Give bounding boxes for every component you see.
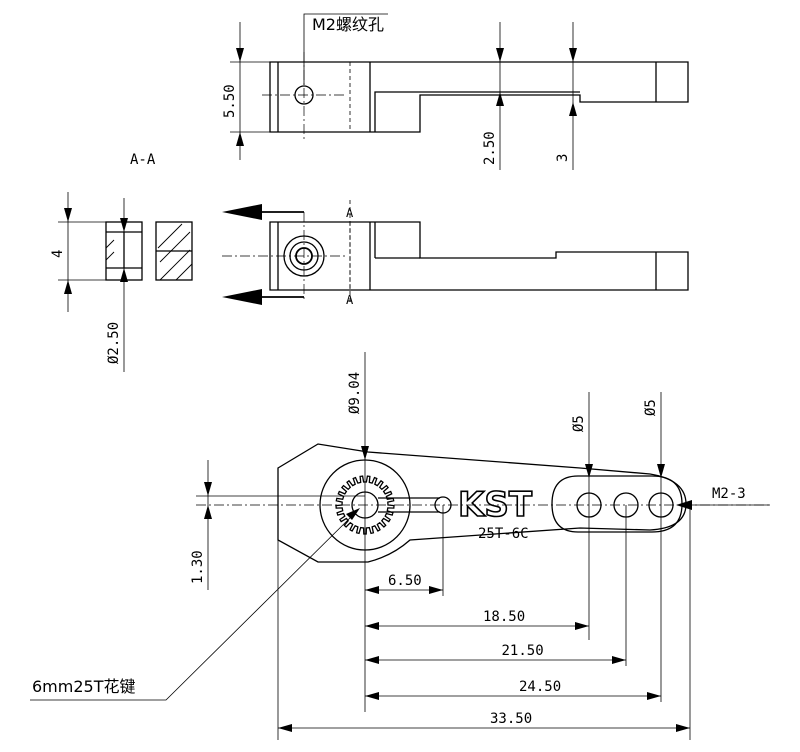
dim-end-arrow-top: [569, 48, 577, 62]
top-view-outline: [269, 61, 689, 133]
length-dim-label: 24.50: [519, 679, 561, 695]
dim-spline-label: Ø9.04: [347, 372, 363, 414]
dim-section-arrow-top: [64, 208, 72, 222]
section-hatch: [157, 223, 183, 249]
length-dim-arrow: [365, 586, 379, 594]
section-hatch: [175, 263, 193, 281]
arm-slot-outline: [551, 475, 683, 533]
length-dim-arrow: [365, 622, 379, 630]
cut-mark-top: A: [346, 206, 354, 220]
dim-height-arrow-bottom: [236, 132, 244, 146]
section-hatch: [105, 251, 115, 261]
dim-offset-arrow-top: [204, 482, 212, 496]
side-view: A A: [222, 200, 689, 307]
dim-bore-arrow-top: [120, 218, 128, 232]
length-dim-arrow: [575, 622, 589, 630]
length-dims: 6.50 18.50 21.50 24.50 33.50: [278, 573, 690, 732]
top-view-step: [374, 91, 420, 132]
section-hatch: [159, 249, 191, 281]
cut-arrow-top-head: [222, 204, 262, 220]
dim-end-label: 3: [555, 154, 571, 162]
dim-step-label: 2.50: [482, 131, 498, 165]
section-hatch: [105, 239, 115, 249]
dim-step-arrow-bottom: [496, 92, 504, 106]
section-title: A-A: [130, 152, 156, 168]
side-view-outline: [269, 221, 689, 291]
length-dim-arrow: [365, 692, 379, 700]
dim-hole2-arrow: [657, 464, 665, 478]
length-dim-arrow: [365, 656, 379, 664]
thread-label-leader: [303, 13, 388, 85]
dim-section-label: 4: [50, 250, 66, 258]
dim-offset-label: 1.30: [190, 550, 206, 584]
dim-bore-label: Ø2.50: [106, 322, 122, 364]
section-view: A-A 4 Ø2.50: [50, 152, 193, 372]
length-dim-arrow: [278, 724, 292, 732]
dim-hole1-label: Ø5: [571, 415, 587, 432]
dim-hole2-label: Ø5: [643, 399, 659, 416]
dim-height-arrow-top: [236, 48, 244, 62]
length-dim-label: 21.50: [502, 643, 544, 659]
dim-offset-arrow-bottom: [204, 505, 212, 519]
spline-teeth: [335, 475, 395, 535]
dim-hole1-arrow: [585, 464, 593, 478]
dim-section-arrow-bottom: [64, 280, 72, 294]
dim-bore-arrow-bottom: [120, 268, 128, 282]
thread-label: M2螺纹孔: [312, 15, 384, 34]
model-label: 25T-6C: [478, 526, 529, 542]
front-view: KST 25T-6C Ø9.04 Ø5 Ø5 M2-3 1.30 6mm25T花…: [30, 352, 770, 740]
thread-callout-arrow: [676, 500, 692, 510]
dim-step-arrow-top: [496, 48, 504, 62]
cut-mark-bottom: A: [346, 293, 354, 307]
length-dim-arrow: [647, 692, 661, 700]
length-dim-arrow: [612, 656, 626, 664]
dim-spline-arrow: [361, 446, 369, 460]
thread-callout-label: M2-3: [712, 486, 746, 502]
spline-leader: [30, 511, 357, 701]
top-view: M2螺纹孔 5.50 2.50 3: [222, 13, 689, 170]
dim-height-label: 5.50: [222, 84, 238, 118]
length-dim-label: 33.50: [490, 711, 532, 727]
section-hatch: [159, 231, 191, 263]
spline-label: 6mm25T花键: [32, 677, 136, 696]
dim-end-arrow-bottom: [569, 102, 577, 116]
length-dim-label: 6.50: [388, 573, 422, 589]
length-dim-arrow: [429, 586, 443, 594]
length-dim-label: 18.50: [483, 609, 525, 625]
cut-arrow-bottom-head: [222, 289, 262, 305]
length-dim-arrow: [676, 724, 690, 732]
spline-leader-arrow: [346, 508, 360, 520]
